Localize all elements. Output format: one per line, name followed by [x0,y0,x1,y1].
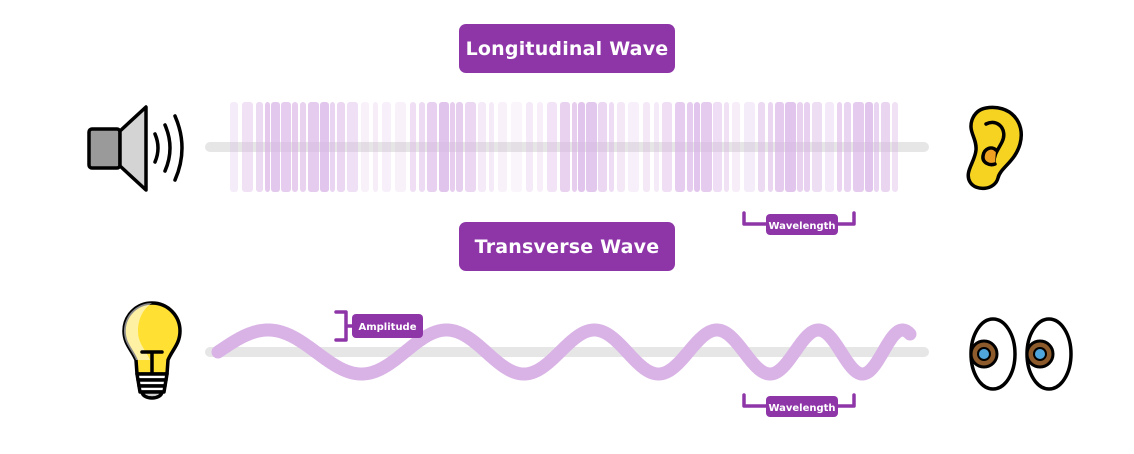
compression-band [281,102,291,192]
compression-band [675,102,685,192]
compression-band [617,102,625,192]
compression-band [439,102,449,192]
compression-band [775,102,784,192]
compression-band [361,102,369,192]
compression-band [271,102,280,192]
compression-band [825,102,834,192]
compression-band [874,102,879,192]
longitudinal-wavelength-bracket: Wavelength [742,211,856,235]
compression-band [837,102,842,192]
compression-band [628,102,639,192]
compression-band [865,102,873,192]
compression-band [586,102,597,192]
compression-band [489,102,494,192]
compression-band [785,102,796,192]
compression-band [701,102,712,192]
compression-band [419,102,425,192]
ear-icon [966,105,1023,191]
longitudinal-title: Longitudinal Wave [459,24,675,73]
compression-band [292,102,298,192]
longitudinal-wavelength-label: Wavelength [768,221,835,232]
compression-band [450,102,455,192]
compression-band [744,102,755,192]
compression-band [330,102,335,192]
compression-band [694,102,700,192]
compression-band [465,102,476,192]
compression-band [662,102,672,192]
speaker-icon [87,105,184,192]
amplitude-bracket: Amplitude [334,310,423,342]
compression-band [687,102,693,192]
compression-band [537,102,543,192]
compression-band [881,102,890,192]
compression-band [526,102,533,192]
compression-band [427,102,437,192]
compression-band [732,102,740,192]
amplitude-label: Amplitude [358,322,416,333]
light-bulb-icon [122,301,182,400]
compression-band [598,102,607,192]
eyes-icon [969,317,1073,391]
compression-band [410,102,416,192]
compression-band [578,102,585,192]
compression-band [572,102,577,192]
compression-band [797,102,803,192]
compression-band [337,102,345,192]
compression-band [478,102,486,192]
compression-band [804,102,810,192]
compression-band [547,102,557,192]
compression-band [320,102,329,192]
compression-band [242,102,253,192]
compression-band [643,102,650,192]
compression-band [844,102,851,192]
compression-band [230,102,238,192]
compression-band [713,102,722,192]
transverse-wavelength-label: Wavelength [768,403,835,414]
compression-band [892,102,898,192]
compression-band [256,102,263,192]
compression-band [768,102,773,192]
compression-band [347,102,358,192]
transverse-title: Transverse Wave [459,222,675,271]
longitudinal-compression-bands [230,102,898,192]
compression-band [758,102,765,192]
compression-band [498,102,507,192]
compression-band [609,102,614,192]
compression-band [560,102,570,192]
compression-band [265,102,270,192]
compression-band [654,102,659,192]
compression-band [300,102,306,192]
transverse-wavelength-bracket: Wavelength [742,393,856,417]
compression-band [456,102,463,192]
compression-band [382,102,391,192]
compression-band [853,102,864,192]
transverse-wave-line [211,323,917,381]
compression-band [395,102,406,192]
compression-band [373,102,378,192]
compression-band [511,102,522,192]
compression-band [812,102,822,192]
compression-band [724,102,729,192]
compression-band [308,102,319,192]
